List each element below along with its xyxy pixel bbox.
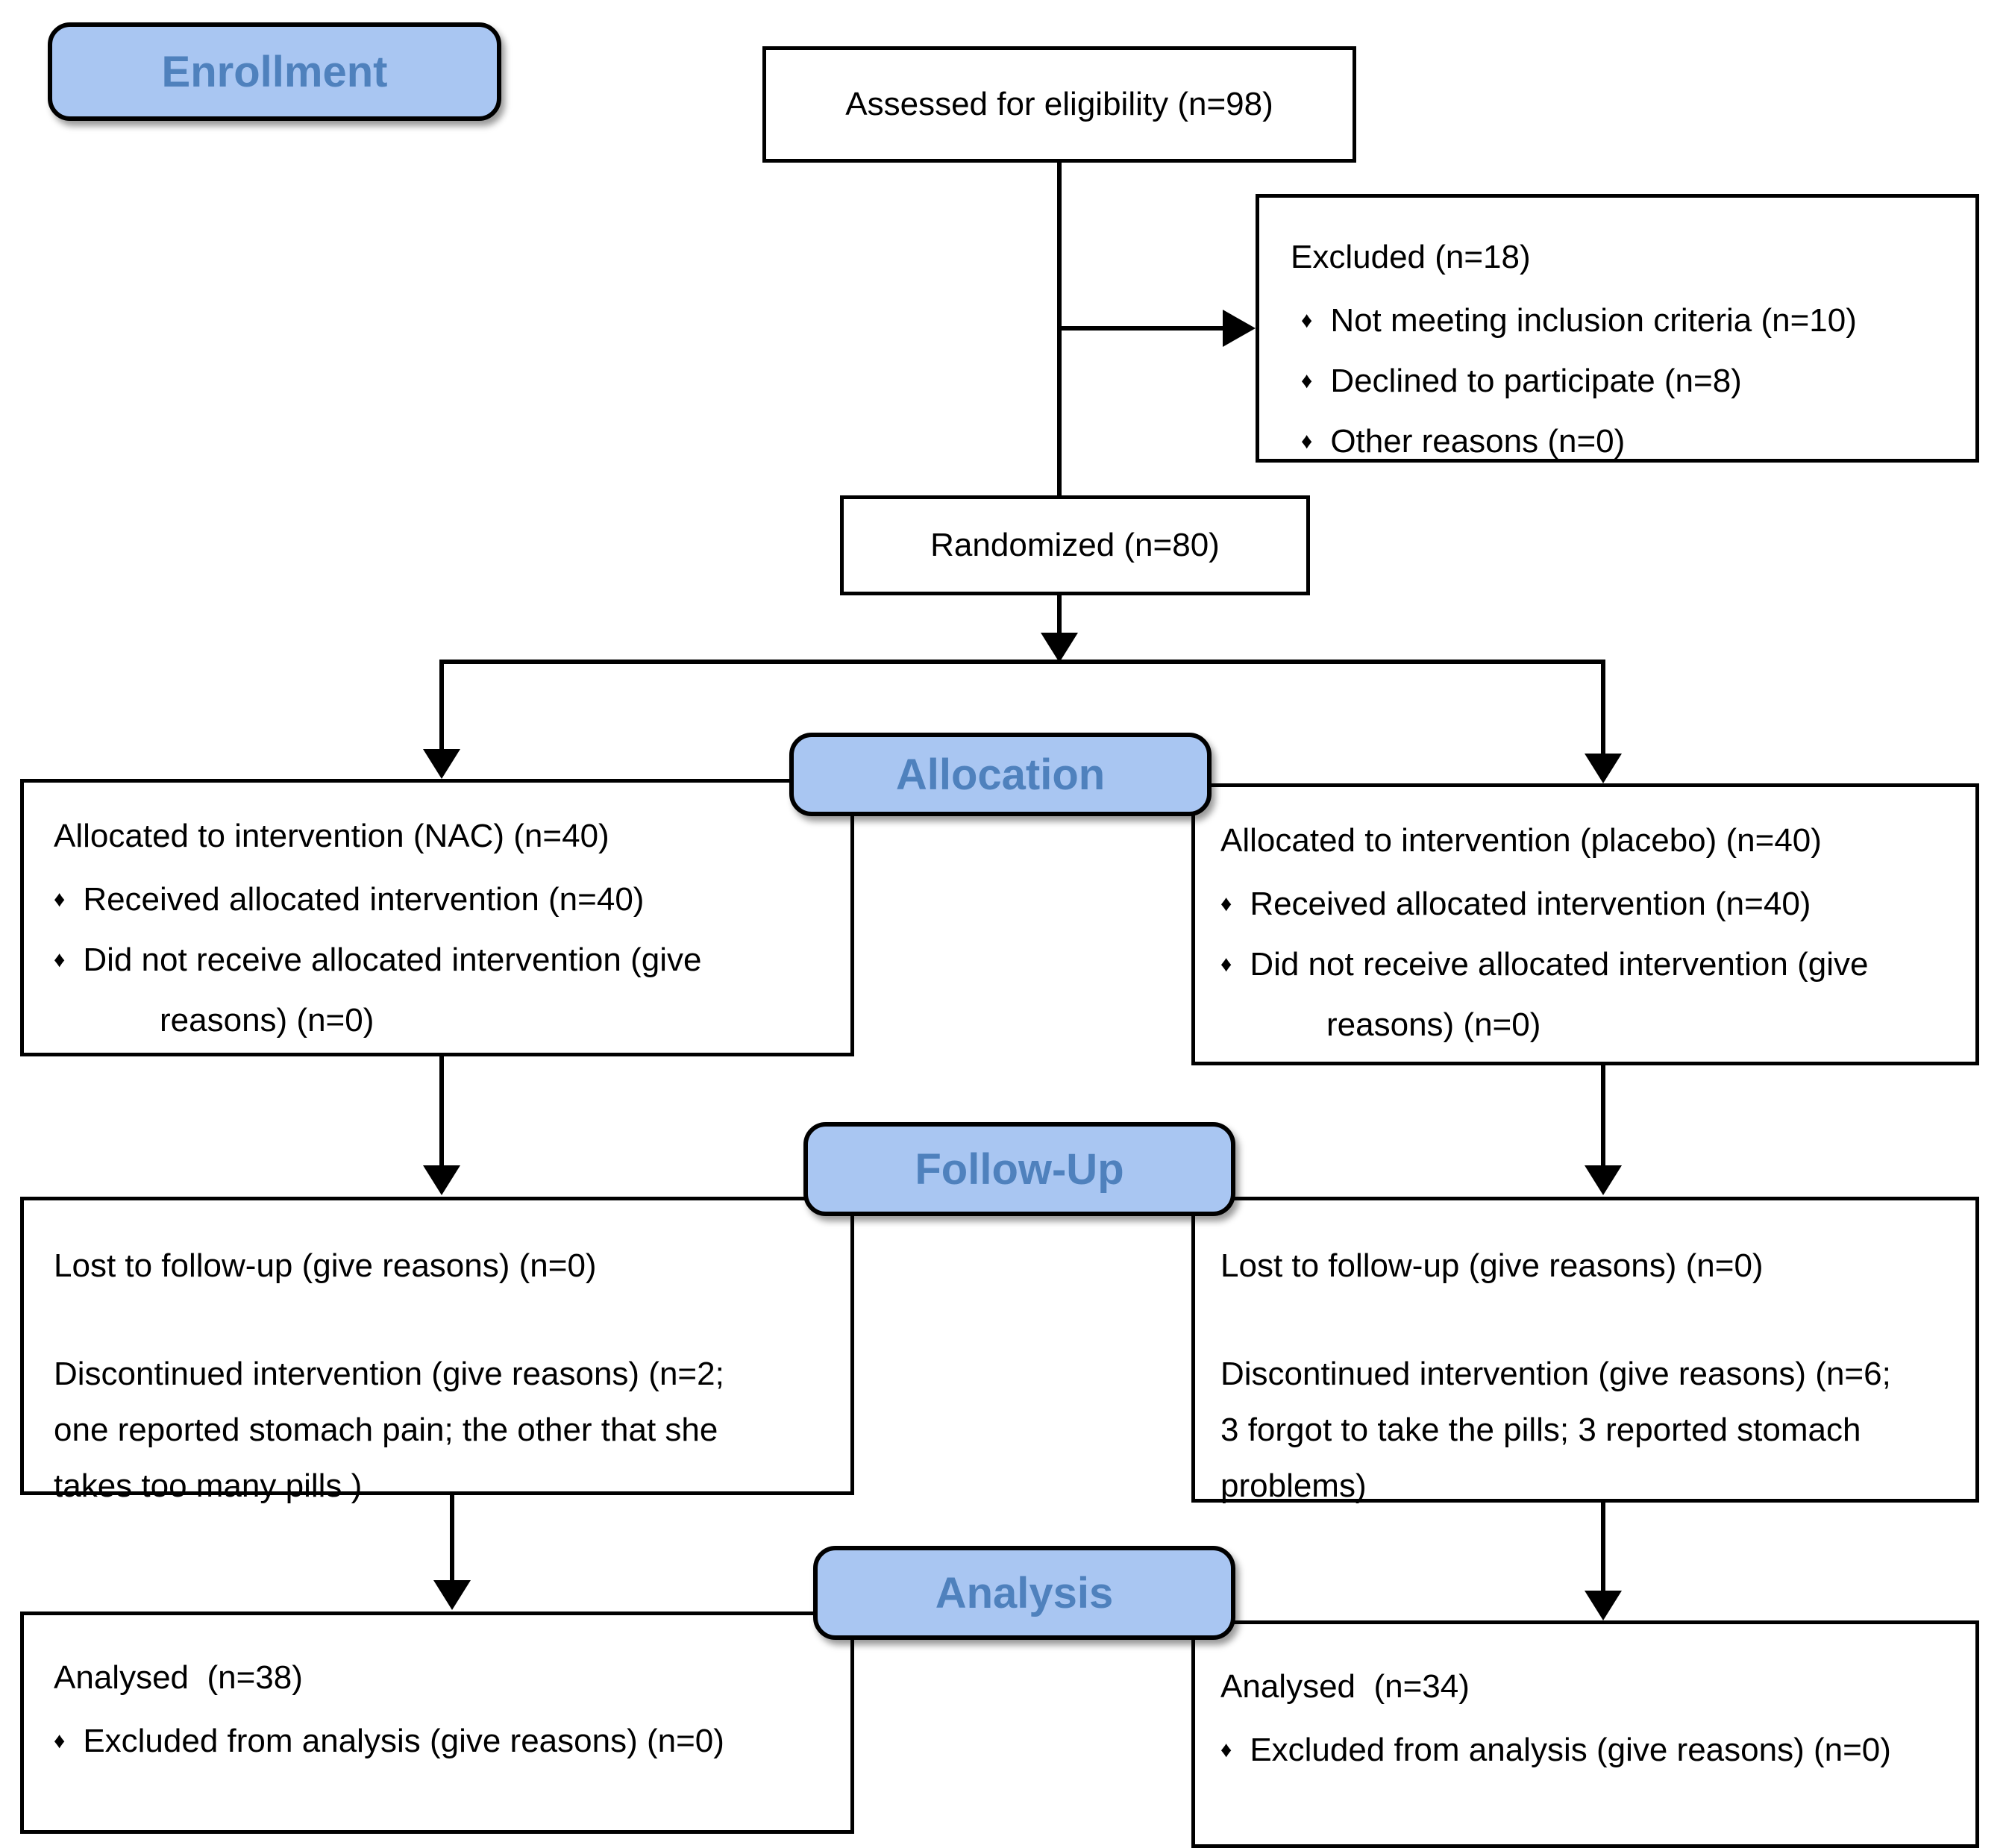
alloc-right-box: Allocated to intervention (placebo) (n=4…: [1191, 783, 1979, 1065]
connector-fu-to-an-right: [1601, 1503, 1605, 1592]
followup-stage-label-text: Follow-Up: [915, 1144, 1124, 1194]
excluded-title: Excluded (n=18): [1291, 239, 1531, 275]
excluded-item-row: ♦ Other reasons (n=0): [1291, 413, 1955, 474]
fu-right-line1: Lost to follow-up (give reasons) (n=0): [1220, 1247, 1764, 1284]
alloc-left-bullet-row: ♦ Did not receive allocated intervention …: [54, 932, 830, 992]
connector-splitter-to-alloc-left: [439, 660, 444, 751]
alloc-right-bullet-2-continuation: reasons) (n=0): [1326, 1006, 1541, 1043]
arrowhead-into-alloc-right: [1585, 754, 1622, 783]
an-right-bullet-1: Excluded from analysis (give reasons) (n…: [1250, 1732, 1891, 1769]
alloc-left-title: Allocated to intervention (NAC) (n=40): [54, 818, 609, 854]
diamond-bullet-icon: ♦: [54, 1729, 66, 1753]
diamond-bullet-icon: ♦: [1220, 892, 1232, 916]
alloc-right-bullet-row: ♦ Did not receive allocated intervention …: [1220, 936, 1955, 997]
enrollment-stage-label-text: Enrollment: [161, 47, 388, 96]
fu-left-box: Lost to follow-up (give reasons) (n=0) D…: [20, 1197, 854, 1504]
diamond-bullet-icon: ♦: [1220, 1738, 1232, 1762]
connector-branch-to-excluded: [1059, 326, 1225, 331]
randomized-box: Randomized (n=80): [840, 495, 1310, 595]
diamond-bullet-icon: ♦: [1301, 308, 1313, 333]
excluded-item-1: Not meeting inclusion criteria (n=10): [1330, 302, 1857, 339]
splitter-line: [439, 660, 1605, 664]
arrowhead-into-an-right: [1585, 1591, 1622, 1620]
fu-left-line1: Lost to follow-up (give reasons) (n=0): [54, 1247, 597, 1284]
fu-right-box: Lost to follow-up (give reasons) (n=0) D…: [1191, 1197, 1979, 1504]
an-right-bullet-row: ♦ Excluded from analysis (give reasons) (…: [1220, 1722, 1955, 1782]
alloc-right-bullet-2: Did not receive allocated intervention (…: [1250, 946, 1869, 983]
fu-right-para2-line3: problems): [1220, 1468, 1367, 1504]
an-left-box: Analysed (n=38) ♦ Excluded from analysis …: [20, 1611, 854, 1834]
arrowhead-into-alloc-left: [423, 749, 460, 779]
an-left-bullet-1: Excluded from analysis (give reasons) (n…: [83, 1723, 724, 1760]
fu-left-para2-line3: takes too many pills ): [54, 1468, 363, 1504]
connector-alloc-to-fu-left: [439, 1056, 444, 1167]
assessed-text: Assessed for eligibility (n=98): [845, 86, 1273, 122]
alloc-left-bullet-2: Did not receive allocated intervention (…: [83, 942, 702, 979]
fu-left-para2-line1: Discontinued intervention (give reasons)…: [54, 1356, 724, 1392]
enrollment-stage-label: Enrollment: [48, 22, 501, 121]
alloc-left-box: Allocated to intervention (NAC) (n=40) ♦…: [20, 779, 854, 1056]
fu-right-para2-line2: 3 forgot to take the pills; 3 reported s…: [1220, 1412, 1861, 1448]
randomized-text: Randomized (n=80): [930, 527, 1220, 563]
an-right-box: Analysed (n=34) ♦ Excluded from analysis …: [1191, 1620, 1979, 1848]
an-right-title: Analysed (n=34): [1220, 1668, 1470, 1705]
analysis-stage-label: Analysis: [813, 1546, 1235, 1640]
an-left-title: Analysed (n=38): [54, 1659, 303, 1696]
alloc-right-bullet-row: ♦ Received allocated intervention (n=40): [1220, 876, 1955, 936]
diamond-bullet-icon: ♦: [1301, 429, 1313, 454]
allocation-stage-label-text: Allocation: [895, 750, 1106, 799]
connector-splitter-to-alloc-right: [1601, 660, 1605, 754]
fu-left-para2-line2: one reported stomach pain; the other tha…: [54, 1412, 718, 1448]
arrowhead-into-splitter: [1041, 633, 1078, 663]
analysis-stage-label-text: Analysis: [935, 1568, 1114, 1617]
allocation-stage-label: Allocation: [789, 733, 1212, 816]
arrowhead-into-fu-right: [1585, 1165, 1622, 1195]
excluded-box: Excluded (n=18) ♦ Not meeting inclusion c…: [1256, 194, 1979, 463]
alloc-left-bullet-1: Received allocated intervention (n=40): [83, 881, 645, 918]
diamond-bullet-icon: ♦: [54, 948, 66, 972]
an-left-bullet-row: ♦ Excluded from analysis (give reasons) (…: [54, 1713, 830, 1773]
alloc-left-bullet-2-continuation: reasons) (n=0): [160, 1002, 374, 1039]
arrowhead-into-excluded: [1223, 310, 1256, 347]
diamond-bullet-icon: ♦: [1220, 952, 1232, 977]
followup-stage-label: Follow-Up: [803, 1122, 1235, 1216]
fu-right-para2-line1: Discontinued intervention (give reasons)…: [1220, 1356, 1891, 1392]
excluded-item-row: ♦ Not meeting inclusion criteria (n=10): [1291, 292, 1955, 353]
connector-randomized-to-splitter: [1057, 595, 1062, 634]
excluded-item-2: Declined to participate (n=8): [1330, 363, 1742, 400]
connector-alloc-to-fu-right: [1601, 1065, 1605, 1167]
excluded-item-3: Other reasons (n=0): [1330, 423, 1626, 460]
assessed-box: Assessed for eligibility (n=98): [762, 46, 1356, 163]
arrowhead-into-an-left: [433, 1580, 471, 1610]
alloc-left-bullet-row: ♦ Received allocated intervention (n=40): [54, 871, 830, 932]
arrowhead-into-fu-left: [423, 1165, 460, 1195]
excluded-item-row: ♦ Declined to participate (n=8): [1291, 353, 1955, 413]
connector-fu-to-an-left: [450, 1495, 454, 1582]
diamond-bullet-icon: ♦: [1301, 369, 1313, 393]
diamond-bullet-icon: ♦: [54, 887, 66, 912]
alloc-right-bullet-1: Received allocated intervention (n=40): [1250, 886, 1811, 923]
alloc-right-title: Allocated to intervention (placebo) (n=4…: [1220, 822, 1822, 859]
